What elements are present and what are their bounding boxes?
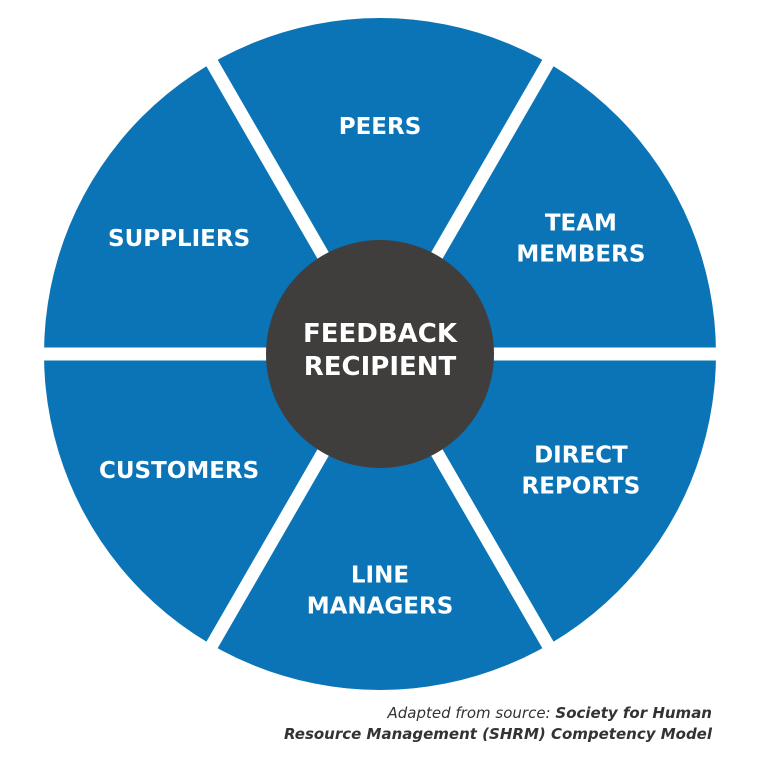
labels-layer: PEERS TEAM MEMBERS DIRECT REPORTS LINE MANAGER…	[99, 114, 645, 620]
segment-label-line-managers-line2: MANAGERS	[307, 594, 454, 620]
segment-label-line-managers-line1: LINE	[351, 563, 409, 589]
segment-label-customers: CUSTOMERS	[99, 458, 259, 484]
segment-label-team-members-line1: TEAM	[545, 211, 617, 237]
segment-label-team-members-line2: MEMBERS	[516, 242, 645, 268]
caption-source-part2: Resource Management (SHRM) Competency Mo…	[283, 725, 712, 743]
segment-label-peers: PEERS	[339, 114, 422, 140]
source-caption: Adapted from source: Society for Human R…	[284, 703, 712, 745]
segment-label-direct-reports-line1: DIRECT	[534, 443, 628, 469]
segment-label-direct-reports-line2: REPORTS	[522, 474, 641, 500]
segment-label-suppliers: SUPPLIERS	[108, 226, 250, 252]
center-circle	[266, 240, 494, 468]
center-label-line2: RECIPIENT	[304, 352, 457, 382]
caption-prefix: Adapted from source:	[387, 704, 551, 722]
caption-line1: Adapted from source: Society for Human	[284, 703, 713, 724]
center-label-line1: FEEDBACK	[303, 319, 458, 349]
caption-source-part1: Society for Human	[555, 704, 712, 722]
